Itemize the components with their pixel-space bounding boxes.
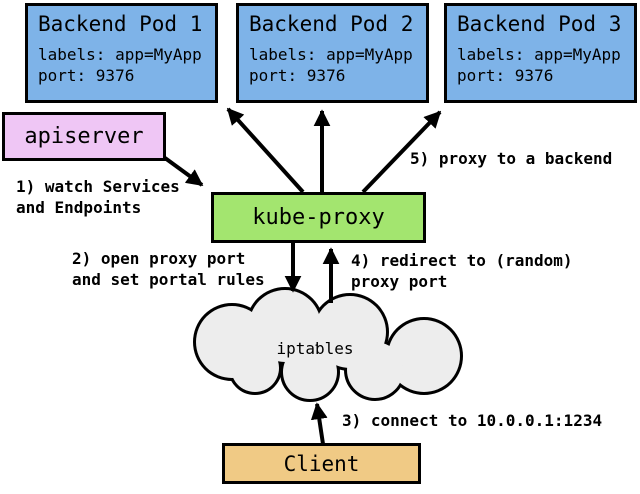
backend-pod-2-port: port: 9376 [249,66,346,85]
iptables-label: iptables [276,339,354,358]
backend-pod-2-box: Backend Pod 2 labels: app=MyApp port: 93… [236,3,429,103]
arrow-kubeproxy-to-pod3 [361,110,442,194]
backend-pod-2-labels: labels: app=MyApp [249,45,413,64]
backend-pod-1-box: Backend Pod 1 labels: app=MyApp port: 93… [25,3,218,103]
backend-pod-1-title: Backend Pod 1 [38,12,203,36]
backend-pod-3-port: port: 9376 [457,66,554,85]
step-1-watch-services: 1) watch Services and Endpoints [16,177,180,217]
client-box: Client [222,443,421,484]
backend-pod-3-title: Backend Pod 3 [457,12,622,36]
iptables-cloud [193,287,463,402]
backend-pod-2-title: Backend Pod 2 [249,12,414,36]
client-label: Client [283,451,360,476]
backend-pod-1-labels: labels: app=MyApp [38,45,202,64]
step-5-proxy-to-backend: 5) proxy to a backend [410,149,613,168]
arrow-apiserver-to-kubeproxy [163,156,204,187]
kube-proxy-box: kube-proxy [211,192,426,243]
backend-pod-1-port: port: 9376 [38,66,135,85]
step-4-redirect: 4) redirect to (random) proxy port [351,251,573,291]
backend-pod-3-box: Backend Pod 3 labels: app=MyApp port: 93… [444,3,637,103]
kube-proxy-label: kube-proxy [252,205,385,230]
backend-pod-3-labels: labels: app=MyApp [457,45,621,64]
arrow-kubeproxy-to-pod1 [226,107,305,194]
step-3-connect: 3) connect to 10.0.0.1:1234 [342,411,603,430]
step-2-open-proxy-port: 2) open proxy port and set portal rules [72,249,265,289]
arrow-client-to-iptables [310,402,328,445]
apiserver-label: apiserver [24,124,144,149]
apiserver-box: apiserver [2,112,166,161]
